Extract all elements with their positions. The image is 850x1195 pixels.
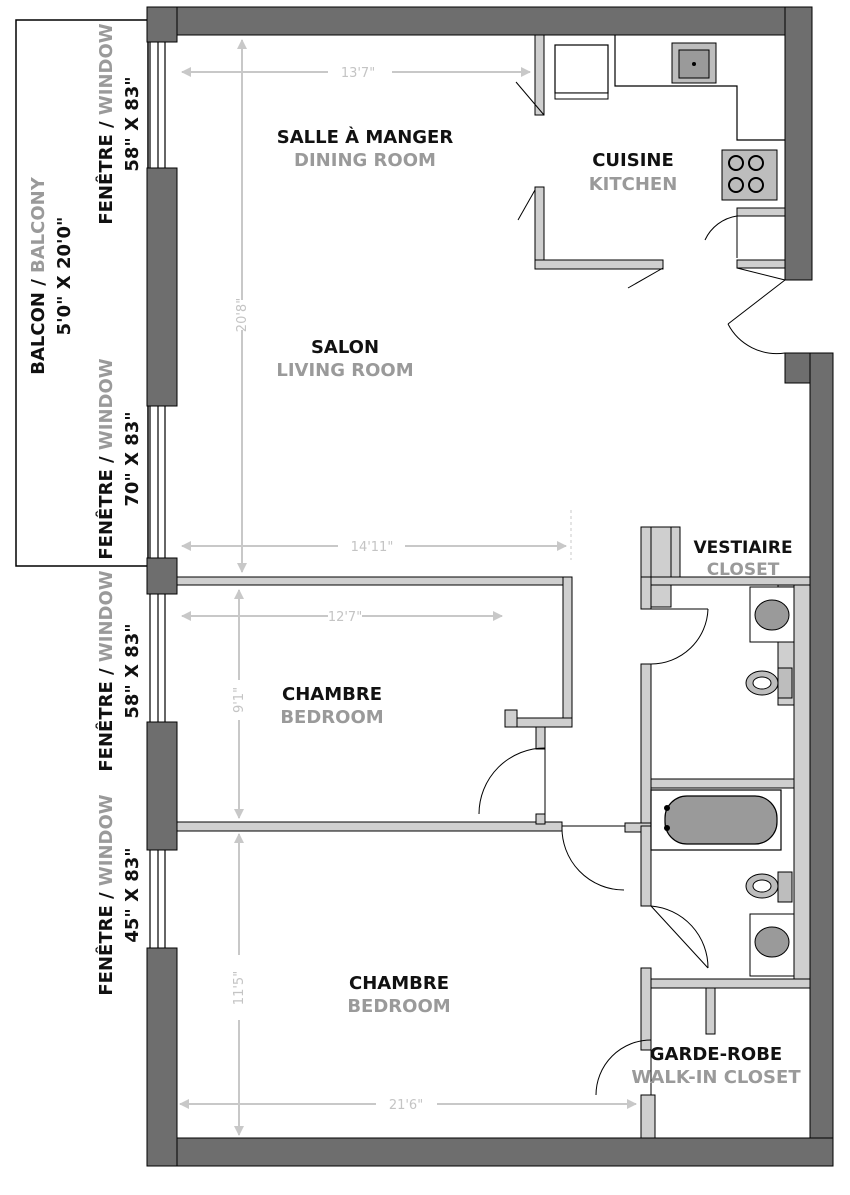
svg-text:FENÊTRE / WINDOW: FENÊTRE / WINDOW: [95, 794, 117, 995]
room-label-bedroom-2: CHAMBRE BEDROOM: [347, 973, 450, 1017]
svg-text:CHAMBRE: CHAMBRE: [349, 973, 449, 994]
toilet-2: [745, 871, 793, 903]
window-label-1: FENÊTRE / WINDOW 58" X 83": [95, 23, 143, 224]
svg-text:45" X 83": 45" X 83": [122, 847, 143, 942]
svg-text:58" X 83": 58" X 83": [122, 76, 143, 171]
doors: [478, 81, 786, 1096]
window-label-3: FENÊTRE / WINDOW 58" X 83": [95, 570, 143, 771]
svg-text:SALLE À MANGER: SALLE À MANGER: [277, 126, 454, 148]
balcony-label: BALCON / BALCONY 5'0" X 20'0": [28, 176, 75, 375]
svg-text:CHAMBRE: CHAMBRE: [282, 684, 382, 705]
dim-bedroom1-height: 9'1": [232, 687, 247, 713]
svg-text:CUISINE: CUISINE: [592, 150, 674, 171]
bathtub: [650, 789, 782, 851]
room-label-living: SALON LIVING ROOM: [276, 337, 413, 381]
svg-text:SALON: SALON: [311, 337, 379, 358]
window-glazing: [149, 42, 166, 948]
exterior-walls: [146, 6, 834, 1167]
dim-bedroom2-height: 11'5": [232, 971, 247, 1005]
room-label-kitchen: CUISINE KITCHEN: [589, 150, 678, 195]
svg-text:FENÊTRE / WINDOW: FENÊTRE / WINDOW: [95, 358, 117, 559]
svg-text:DINING ROOM: DINING ROOM: [294, 150, 436, 171]
svg-text:58" X 83": 58" X 83": [122, 623, 143, 718]
svg-text:KITCHEN: KITCHEN: [589, 174, 678, 195]
toilet-1: [745, 667, 793, 699]
svg-text:FENÊTRE / WINDOW: FENÊTRE / WINDOW: [95, 23, 117, 224]
svg-text:BALCON / BALCONY: BALCON / BALCONY: [28, 176, 49, 375]
svg-text:LIVING ROOM: LIVING ROOM: [276, 360, 413, 381]
bath-sink-2: [749, 913, 795, 977]
window-label-4: FENÊTRE / WINDOW 45" X 83": [95, 794, 143, 995]
svg-text:GARDE-ROBE: GARDE-ROBE: [650, 1044, 782, 1065]
refrigerator: [554, 44, 609, 100]
bath-sink-1: [749, 586, 795, 643]
svg-text:BEDROOM: BEDROOM: [280, 707, 383, 728]
dimension-lines: [179, 39, 637, 1136]
dim-bedroom2-width: 21'6": [389, 1098, 423, 1113]
room-label-walk-in-closet: GARDE-ROBE WALK-IN CLOSET: [631, 1044, 801, 1088]
svg-text:WALK-IN CLOSET: WALK-IN CLOSET: [631, 1067, 801, 1088]
room-label-closet: VESTIAIRE CLOSET: [693, 538, 792, 580]
room-label-bedroom-1: CHAMBRE BEDROOM: [280, 684, 383, 728]
room-label-dining: SALLE À MANGER DINING ROOM: [277, 126, 454, 171]
stove: [721, 149, 778, 201]
interior-walls: [176, 34, 811, 1139]
dim-living-height: 20'8": [235, 298, 250, 332]
dim-dining-width: 13'7": [341, 66, 375, 81]
window-label-2: FENÊTRE / WINDOW 70" X 83": [95, 358, 143, 559]
svg-text:VESTIAIRE: VESTIAIRE: [693, 538, 792, 558]
svg-text:CLOSET: CLOSET: [707, 560, 780, 580]
kitchen-sink: [671, 42, 717, 84]
svg-text:FENÊTRE / WINDOW: FENÊTRE / WINDOW: [95, 570, 117, 771]
kitchen-counter: [614, 35, 785, 141]
dim-bedroom1-width: 12'7": [328, 610, 362, 625]
dim-living-width: 14'11": [351, 540, 394, 555]
svg-text:70" X 83": 70" X 83": [122, 411, 143, 506]
svg-text:5'0" X 20'0": 5'0" X 20'0": [54, 217, 75, 336]
svg-text:BEDROOM: BEDROOM: [347, 996, 450, 1017]
